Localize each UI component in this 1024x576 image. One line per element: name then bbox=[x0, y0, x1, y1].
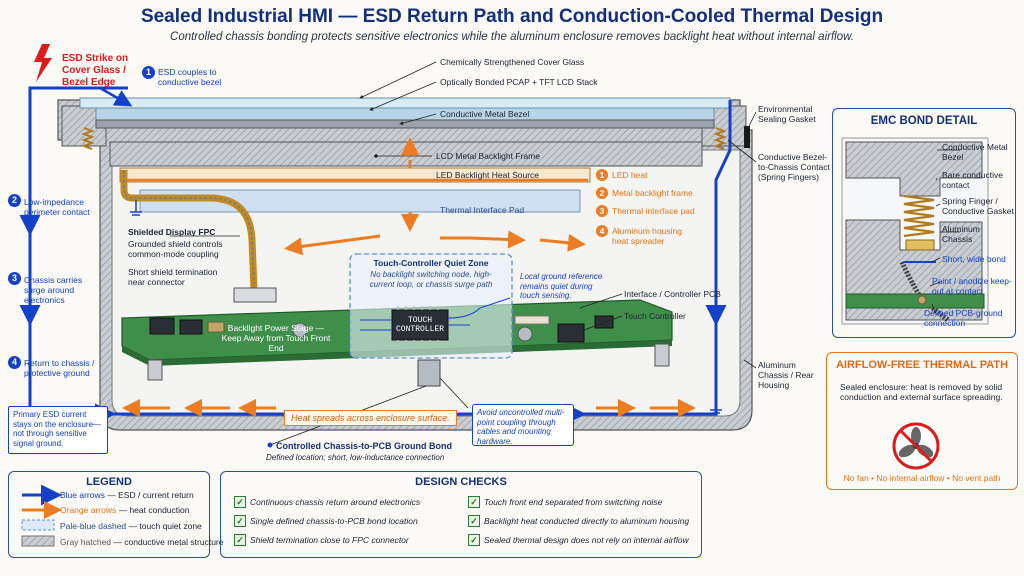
primary-esd-note: Primary ESD current stays on the enclosu… bbox=[13, 410, 102, 448]
spring-finger-right bbox=[713, 127, 727, 150]
ground-bond-post bbox=[417, 359, 441, 387]
check-icon: ✓ bbox=[468, 534, 480, 546]
esd-strike-label: ESD Strike on Cover Glass / Bezel Edge bbox=[62, 53, 129, 88]
touch-quiet-zone bbox=[349, 253, 513, 359]
emc-label-spring: Spring Finger / Conductive Gasket bbox=[942, 196, 1014, 216]
emc-title: EMC BOND DETAIL bbox=[870, 115, 978, 127]
check-item-4: Touch front end separated from switching… bbox=[484, 497, 663, 507]
step-1-badge: 1 bbox=[142, 66, 155, 79]
check-item-1: Continuous chassis return around electro… bbox=[250, 497, 421, 507]
airflow-panel: AIRFLOW-FREE THERMAL PATH bbox=[826, 352, 1018, 490]
conductive-bezel-strip bbox=[95, 119, 715, 129]
check-item-6: Sealed thermal design does not rely on i… bbox=[484, 535, 689, 545]
legend-title: LEGEND bbox=[86, 476, 132, 488]
design-checks-title: DESIGN CHECKS bbox=[415, 476, 507, 488]
quiet-zone-body: No backlight switching node, high-curren… bbox=[369, 270, 493, 289]
check-icon: ✓ bbox=[468, 496, 480, 508]
check-icon: ✓ bbox=[468, 515, 480, 527]
heat-step-3-badge: 3 bbox=[596, 205, 608, 217]
airflow-body: Sealed enclosure: heat is removed by sol… bbox=[840, 382, 1003, 402]
heat-step-1-badge: 1 bbox=[596, 169, 608, 181]
esd-bolt-icon bbox=[34, 44, 52, 82]
heat-step-3-text: Thermal interface pad bbox=[612, 206, 695, 216]
step-2-text: Low-impedance perimeter contact bbox=[24, 197, 90, 217]
heat-step-4-badge: 4 bbox=[596, 225, 608, 237]
emc-label-keepout: Paint / anodize keep-out at contact bbox=[932, 276, 1012, 296]
lcd-stack-label: Optically Bonded PCAP + TFT LCD Stack bbox=[440, 77, 598, 87]
heat-source-label: LED Backlight Heat Source bbox=[436, 170, 539, 180]
local-ground-note: Local ground reference remains quiet dur… bbox=[520, 272, 603, 300]
heat-step-2-text: Metal backlight frame bbox=[612, 188, 693, 198]
emc-label-bezel: Conductive Metal Bezel bbox=[942, 142, 1008, 162]
chassis-label: Aluminum Chassis / Rear Housing bbox=[758, 360, 814, 390]
emc-spring-finger bbox=[903, 194, 935, 238]
design-checks-panel: DESIGN CHECKS bbox=[220, 471, 702, 558]
legend-item-hatched: Gray hatched — conductive metal structur… bbox=[60, 537, 224, 547]
backlight-frame-label: LCD Metal Backlight Frame bbox=[436, 151, 540, 161]
backlight-frame bbox=[109, 141, 703, 167]
tim-label: Thermal Interface Pad bbox=[440, 205, 525, 215]
touch-chip-label: TOUCH CONTROLLER bbox=[395, 316, 444, 334]
step-1-text: ESD couples to conductive bezel bbox=[158, 67, 222, 87]
fpc-connector bbox=[233, 287, 277, 303]
pcb-label: Interface / Controller PCB bbox=[624, 289, 721, 299]
check-icon: ✓ bbox=[234, 496, 246, 508]
legend-item-blue: Blue arrows — ESD / current return bbox=[60, 490, 194, 500]
step-4-text: Return to chassis / protective ground bbox=[24, 358, 95, 378]
heat-step-2-badge: 2 bbox=[596, 187, 608, 199]
legend-item-dashed: Pale-blue dashed — touch quiet zone bbox=[60, 521, 202, 531]
fpc-line2: Short shield termination near connector bbox=[128, 267, 218, 287]
heat-step-4-text: Aluminum housing heat spreader bbox=[612, 226, 682, 246]
spring-finger-label: Conductive Bezel-to-Chassis Contact (Spr… bbox=[758, 152, 830, 182]
avoid-note: Avoid uncontrolled multi-point coupling … bbox=[477, 408, 565, 446]
emc-label-chassis: Aluminum Chassis bbox=[942, 224, 980, 244]
emc-label-contact: Bare conductive contact bbox=[942, 170, 1003, 190]
lcd-stack bbox=[95, 107, 715, 121]
check-icon: ✓ bbox=[234, 515, 246, 527]
page-subtitle: Controlled chassis bonding protects sens… bbox=[170, 31, 854, 43]
ground-bond-sub: Defined location; short, low-inductance … bbox=[266, 453, 445, 462]
step-3-text: Chassis carries surge around electronics bbox=[24, 275, 83, 305]
legend-item-orange: Orange arrows — heat conduction bbox=[60, 505, 190, 515]
step-2-badge: 2 bbox=[8, 194, 21, 207]
fpc-line1: Grounded shield controls common-mode cou… bbox=[128, 239, 223, 259]
ground-bond-title: Controlled Chassis-to-PCB Ground Bond bbox=[276, 441, 452, 451]
step-3-badge: 3 bbox=[8, 272, 21, 285]
cover-glass bbox=[79, 97, 731, 109]
emc-bond-panel: EMC BOND DETAIL bbox=[832, 108, 1016, 338]
backlight-stage-label: Backlight Power Stage — Keep Away from T… bbox=[221, 323, 331, 353]
spring-finger-left bbox=[81, 127, 95, 150]
check-item-3: Shield termination close to FPC connecto… bbox=[250, 535, 409, 545]
led-heat-source bbox=[119, 167, 591, 183]
no-fan-icon bbox=[892, 422, 940, 470]
emc-label-bond: Short, wide bond bbox=[942, 254, 1006, 264]
emc-bezel bbox=[845, 141, 983, 197]
quiet-zone-title: Touch-Controller Quiet Zone bbox=[373, 258, 489, 268]
touch-controller-label: Touch Controller bbox=[624, 311, 686, 321]
airflow-title: AIRFLOW-FREE THERMAL PATH bbox=[835, 359, 1009, 371]
check-item-2: Single defined chassis-to-PCB bond locat… bbox=[250, 516, 418, 526]
airflow-footer: No fan • No internal airflow • No vent p… bbox=[843, 473, 1001, 483]
bezel-label: Conductive Metal Bezel bbox=[440, 109, 530, 119]
heat-step-1-text: LED heat bbox=[612, 170, 648, 180]
legend-panel: LEGEND bbox=[8, 471, 210, 558]
check-icon: ✓ bbox=[234, 534, 246, 546]
primary-esd-note-box: Primary ESD current stays on the enclosu… bbox=[8, 406, 108, 454]
gasket-label: Environmental Sealing Gasket bbox=[758, 104, 816, 124]
cover-glass-label: Chemically Strengthened Cover Glass bbox=[440, 57, 585, 67]
step-4-badge: 4 bbox=[8, 356, 21, 369]
check-item-5: Backlight heat conducted directly to alu… bbox=[484, 516, 690, 526]
avoid-note-box: Avoid uncontrolled multi-point coupling … bbox=[472, 404, 574, 446]
fpc-title: Shielded Display FPC bbox=[128, 227, 216, 237]
heat-spread-note: Heat spreads across enclosure surface. bbox=[284, 410, 457, 426]
emc-label-pcb: Defined PCB-ground connection bbox=[924, 308, 1003, 328]
page-title: Sealed Industrial HMI — ESD Return Path … bbox=[140, 6, 884, 27]
touch-controller-ic bbox=[557, 323, 585, 343]
